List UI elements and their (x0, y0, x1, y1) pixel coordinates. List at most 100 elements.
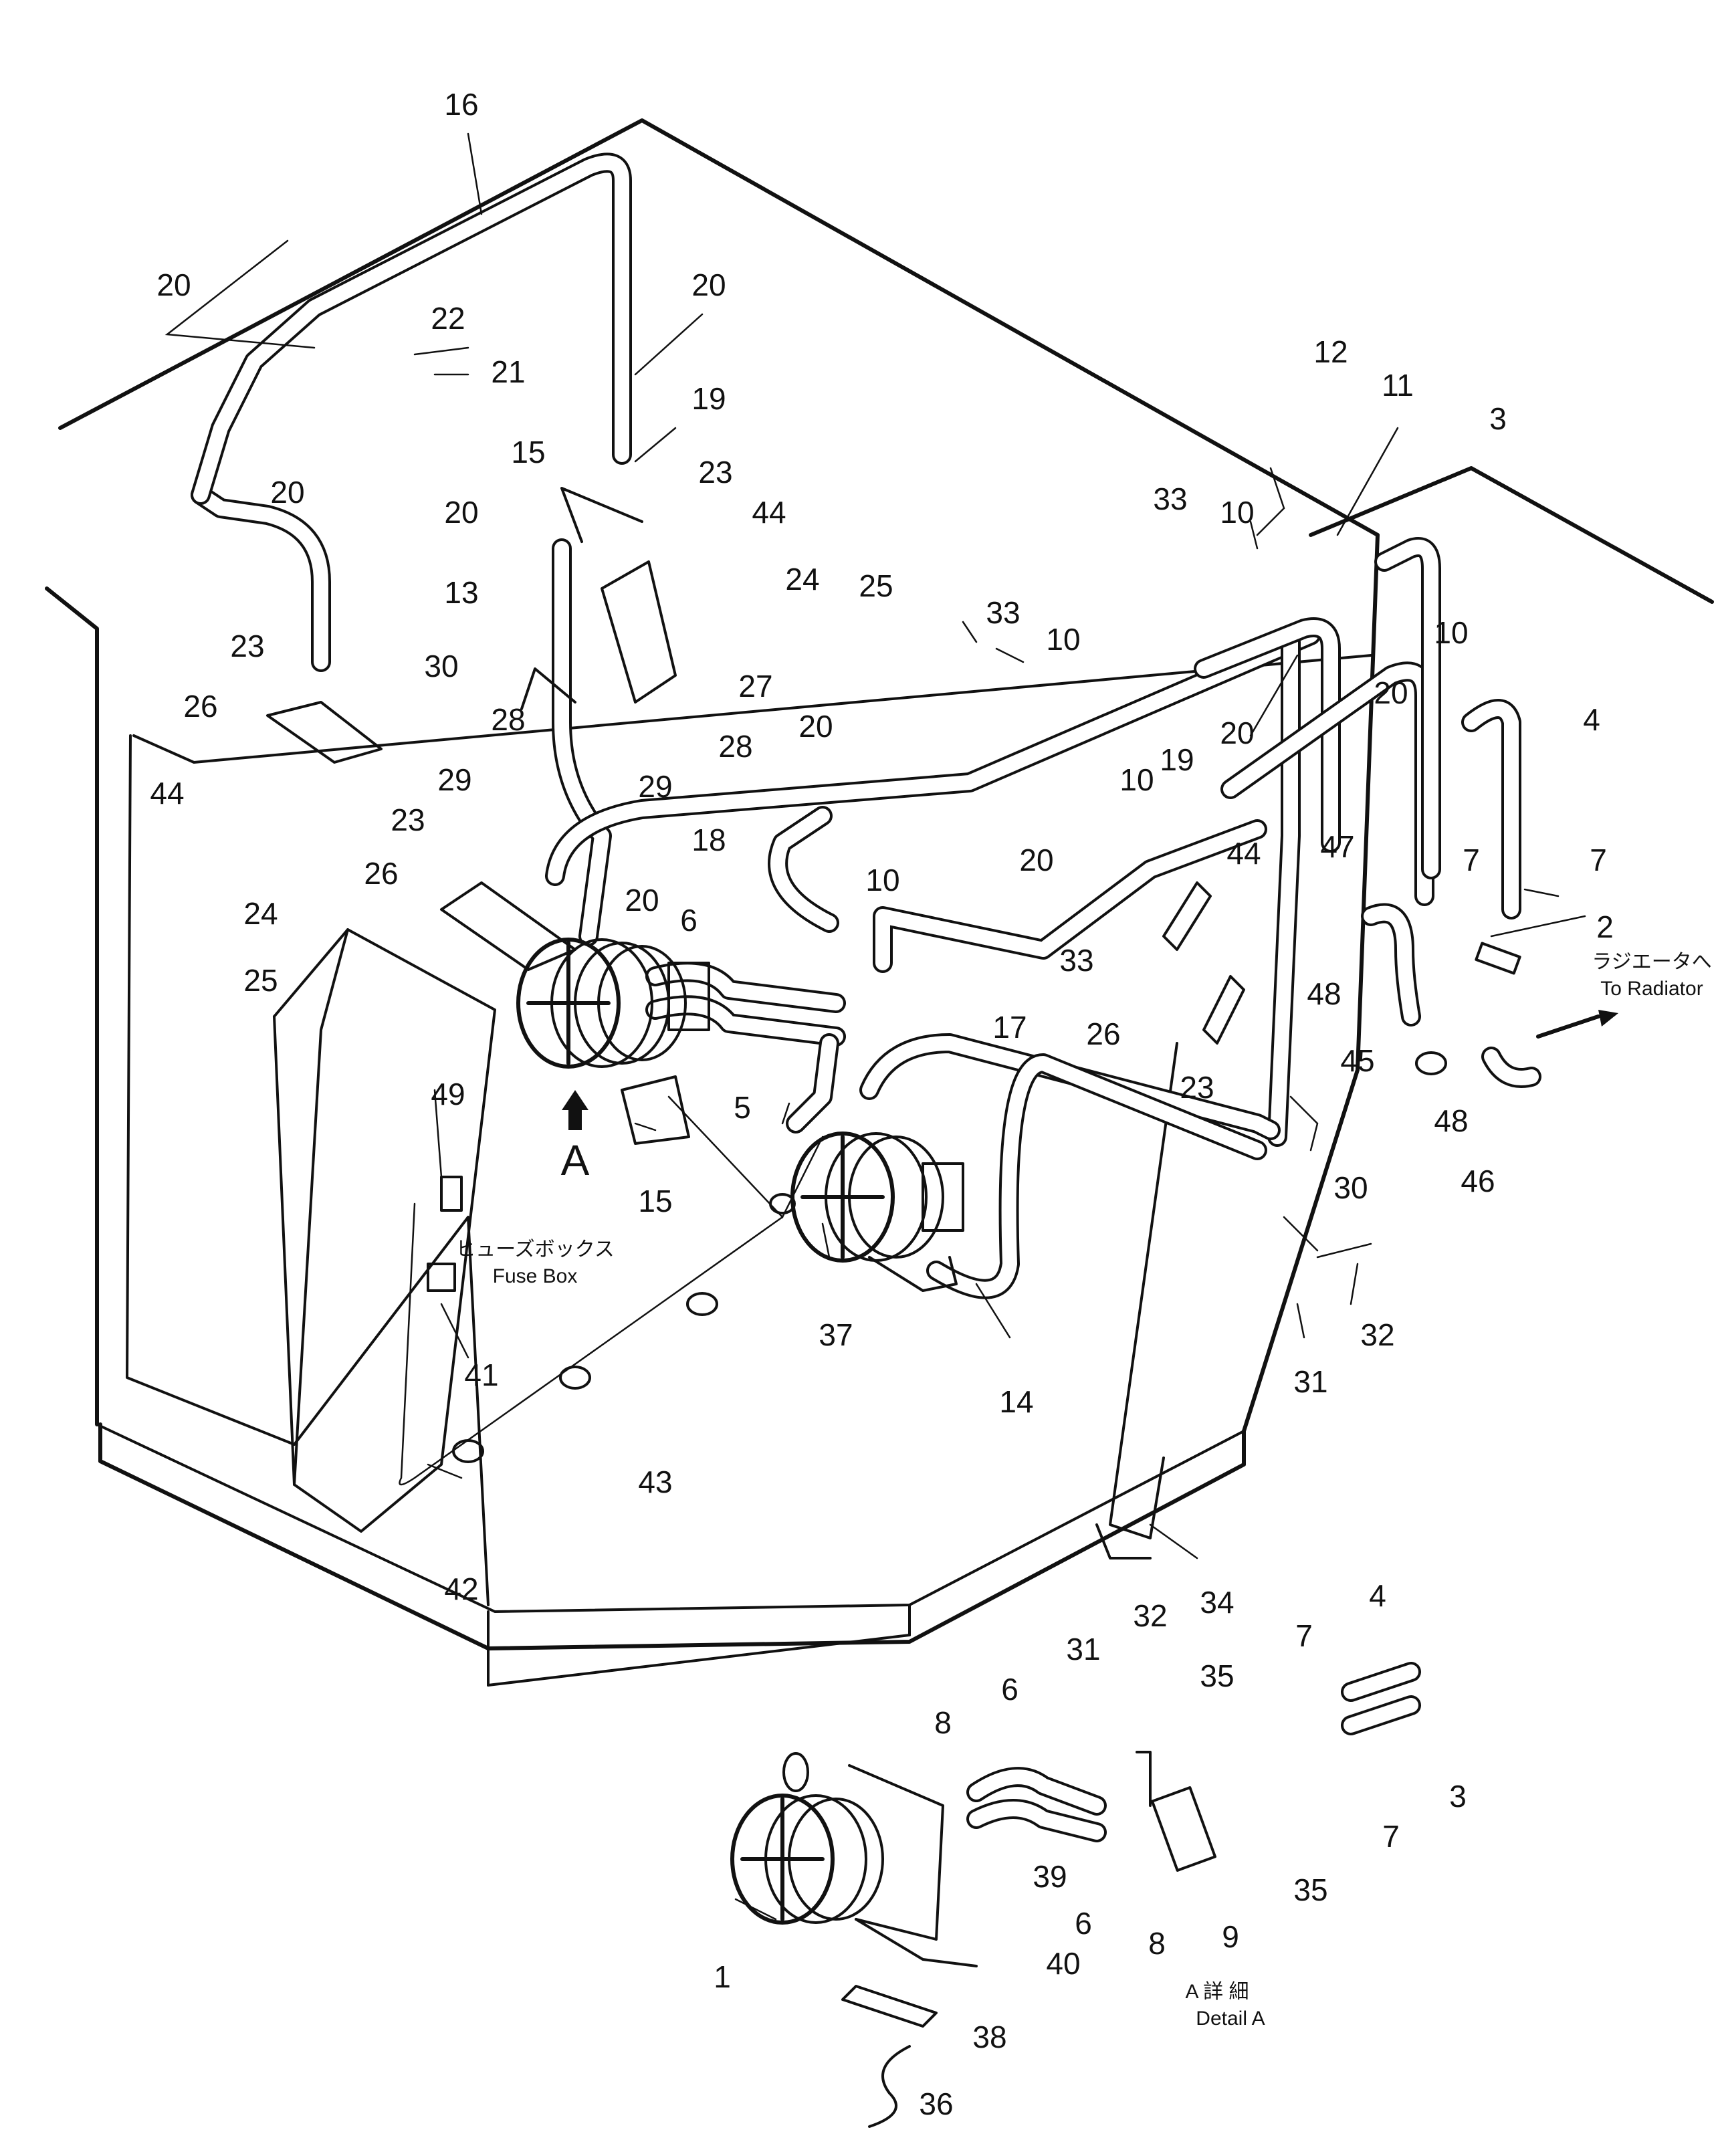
callout-35-a: 35 (1200, 1658, 1234, 1693)
callout-43: 43 (638, 1465, 672, 1499)
callout-23-c: 23 (391, 802, 425, 837)
callout-11: 11 (1382, 368, 1414, 403)
callout-19-b: 19 (1160, 742, 1194, 777)
callout-4-b: 4 (1369, 1578, 1386, 1613)
callout-3-b: 3 (1449, 1779, 1467, 1814)
callout-9: 9 (1222, 1919, 1239, 1954)
brackets (165, 239, 1372, 1259)
callout-45: 45 (1340, 1043, 1374, 1078)
callout-20-e: 20 (798, 709, 833, 744)
callout-23-d: 23 (1180, 1070, 1214, 1105)
callout-17: 17 (992, 1010, 1027, 1045)
detail-en: Detail A (1196, 2008, 1265, 2030)
callout-36: 36 (919, 2086, 953, 2121)
callout-24-b: 24 (243, 896, 278, 931)
callout-37: 37 (819, 1317, 853, 1352)
callout-30-a: 30 (424, 649, 458, 683)
cab-body (45, 118, 1714, 1687)
callout-24-a: 24 (785, 562, 819, 597)
callout-34: 34 (1200, 1585, 1234, 1620)
callout-1: 1 (714, 1959, 731, 1994)
callout-44-c: 44 (1226, 836, 1261, 871)
radiator-fittings (1361, 903, 1618, 1088)
callout-33-b: 33 (986, 595, 1020, 630)
callout-29-a: 29 (437, 762, 471, 797)
to-radiator-en: To Radiator (1600, 978, 1703, 1000)
callout-12: 12 (1313, 334, 1348, 369)
callout-23-b: 23 (230, 629, 264, 663)
callout-15-a: 15 (511, 435, 545, 469)
callout-16: 16 (444, 87, 478, 122)
callout-6-b: 6 (1001, 1672, 1018, 1707)
heater-unit-front (516, 938, 710, 1069)
fuse-box-panel (273, 928, 496, 1533)
callout-8-b: 8 (1148, 1926, 1166, 1961)
callout-7-b: 7 (1590, 843, 1607, 877)
callout-33-a: 33 (1153, 481, 1187, 516)
callout-19-a: 19 (691, 381, 726, 416)
callout-6-a: 6 (680, 903, 697, 938)
callout-10-d: 10 (1434, 615, 1468, 650)
callout-6-c: 6 (1075, 1906, 1092, 1941)
callout-20-a: 20 (156, 267, 191, 302)
callout-42: 42 (444, 1572, 478, 1606)
callout-31-a: 31 (1293, 1364, 1327, 1399)
fuse-box-jp: ヒューズボックス (455, 1238, 615, 1261)
callout-20-g: 20 (1374, 675, 1408, 710)
callout-20-f: 20 (625, 883, 659, 918)
callout-44-a: 44 (752, 495, 786, 530)
callout-7-d: 7 (1382, 1819, 1400, 1854)
callout-20-h: 20 (1220, 716, 1254, 750)
wiring-harness (399, 1095, 824, 1486)
callout-4-a: 4 (1583, 702, 1600, 737)
callout-41: 41 (464, 1358, 498, 1392)
callout-39: 39 (1033, 1859, 1067, 1894)
callout-38: 38 (972, 2020, 1006, 2054)
callout-10-a: 10 (865, 863, 899, 897)
callout-31-b: 31 (1066, 1632, 1100, 1666)
callout-48-a: 48 (1307, 976, 1341, 1011)
callout-23-a: 23 (698, 455, 732, 490)
callout-46: 46 (1461, 1164, 1495, 1198)
to-radiator-jp: ラジエータへ (1592, 951, 1711, 973)
callout-8-a: 8 (934, 1705, 952, 1740)
view-arrow-a (562, 1090, 588, 1130)
detail-hoses (841, 1662, 1421, 2128)
callout-3-a: 3 (1489, 401, 1507, 436)
callout-49: 49 (431, 1077, 465, 1111)
callout-20-i: 20 (1019, 843, 1053, 877)
callout-27: 27 (738, 669, 772, 704)
callout-32-a: 32 (1360, 1317, 1394, 1352)
detail-jp: A 詳 細 (1185, 1981, 1249, 2003)
callout-10-c: 10 (1046, 622, 1080, 657)
callout-26-b: 26 (364, 856, 398, 891)
callout-20-b: 20 (691, 267, 726, 302)
callout-14: 14 (999, 1384, 1033, 1419)
callout-28-b: 28 (718, 729, 752, 764)
callout-28-a: 28 (491, 702, 525, 737)
callout-15-b: 15 (638, 1184, 672, 1218)
callout-20-c: 20 (270, 475, 304, 510)
callout-26-a: 26 (183, 689, 217, 724)
callout-22: 22 (431, 301, 465, 336)
view-letter-a: A (561, 1136, 590, 1184)
callout-30-b: 30 (1333, 1170, 1368, 1205)
callout-25-a: 25 (859, 568, 893, 603)
callout-26-c: 26 (1086, 1016, 1120, 1051)
callout-7-c: 7 (1295, 1618, 1313, 1653)
callout-47: 47 (1320, 829, 1354, 864)
callout-10-e: 10 (1119, 762, 1154, 797)
callout-25-b: 25 (243, 963, 278, 998)
callouts: 16 20 22 21 20 19 15 23 44 20 20 13 24 2… (150, 87, 1613, 2121)
callout-10-b: 10 (1220, 495, 1254, 530)
callout-13: 13 (444, 575, 478, 610)
callout-48-b: 48 (1434, 1103, 1468, 1138)
annotations: A ラジエータへ To Radiator ヒューズボックス Fuse Box A… (455, 951, 1712, 2030)
callout-7-a: 7 (1463, 843, 1480, 877)
callout-18: 18 (691, 823, 726, 857)
heater-unit-rear (790, 1131, 964, 1292)
callout-5: 5 (734, 1090, 751, 1125)
callout-32-b: 32 (1133, 1598, 1167, 1633)
